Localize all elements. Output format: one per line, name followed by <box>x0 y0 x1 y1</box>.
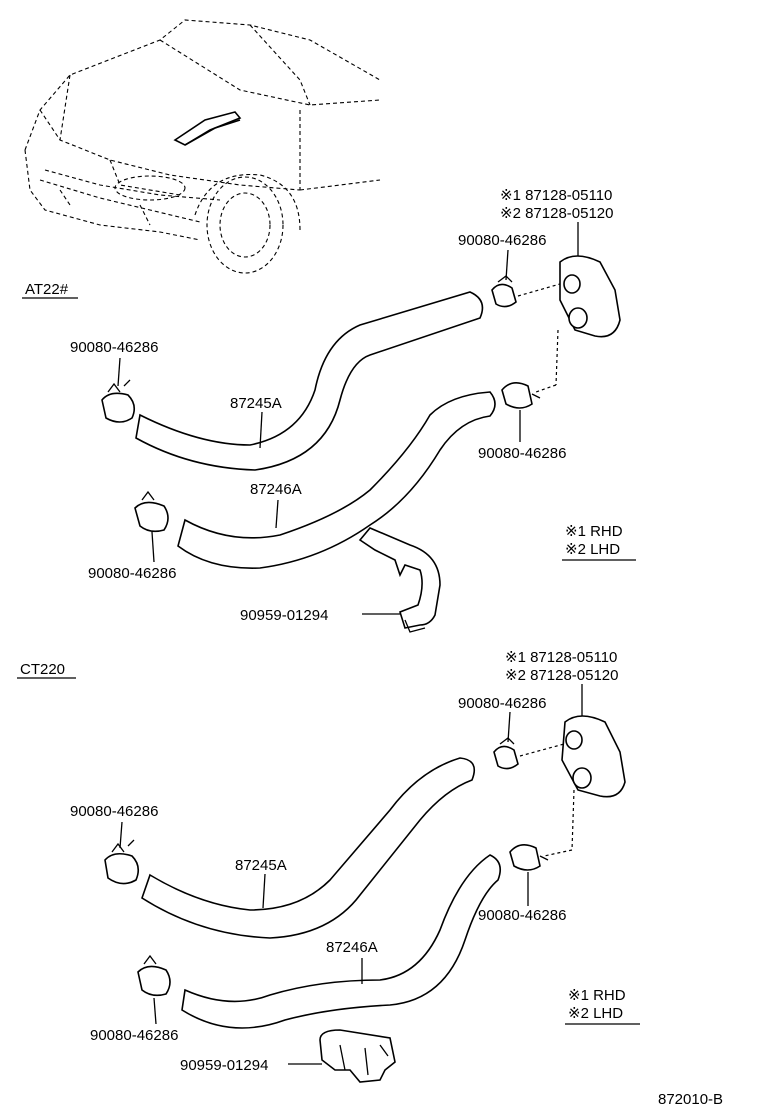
clamp-label: 90080-46286 <box>478 907 566 924</box>
figure-code: 872010-B <box>658 1091 723 1108</box>
hose-upper-label: 87245A <box>235 857 287 874</box>
clamp-label: 90080-46286 <box>458 232 546 249</box>
grommet-part-number-2: ※2 87128-05120 <box>505 667 619 684</box>
grommet-part-number-1: ※1 87128-05110 <box>500 187 612 204</box>
hose-upper-label: 87245A <box>230 395 282 412</box>
hose-clamp[interactable] <box>137 954 171 997</box>
note-line-2: ※2 LHD <box>565 541 620 558</box>
hose-lower-label: 87246A <box>326 939 378 956</box>
bracket-clip[interactable] <box>319 1029 396 1083</box>
bracket-label: 90959-01294 <box>180 1057 268 1074</box>
hose-87245a[interactable] <box>135 291 484 471</box>
note-line-2: ※2 LHD <box>568 1005 623 1022</box>
note-line-1: ※1 RHD <box>565 523 623 540</box>
section-heading: CT220 <box>20 661 65 678</box>
hose-clamp[interactable] <box>493 737 519 770</box>
section-ct220: CT220 ※1 87128-05110 ※2 87128-05120 9008… <box>17 649 640 1083</box>
clamp-label: 90080-46286 <box>478 445 566 462</box>
clamp-label: 90080-46286 <box>70 339 158 356</box>
hose-clamp[interactable] <box>104 839 140 885</box>
note-line-1: ※1 RHD <box>568 987 626 1004</box>
clamp-label: 90080-46286 <box>90 1027 178 1044</box>
clamp-label: 90080-46286 <box>70 803 158 820</box>
hose-clamp[interactable] <box>501 382 541 409</box>
section-at22: AT22# ※1 87128-05110 ※2 87128-05120 9008… <box>22 187 636 633</box>
hose-87246a[interactable] <box>177 391 496 569</box>
hose-87246a[interactable] <box>181 854 501 1029</box>
grommet-part-number-2: ※2 87128-05120 <box>500 205 614 222</box>
clamp-label: 90080-46286 <box>88 565 176 582</box>
grommet[interactable] <box>559 255 621 338</box>
hose-clamp[interactable] <box>101 379 136 423</box>
section-heading: AT22# <box>25 281 69 298</box>
vehicle-outline <box>24 19 381 274</box>
bracket-clip[interactable] <box>358 527 441 633</box>
hose-lower-label: 87246A <box>250 481 302 498</box>
bracket-label: 90959-01294 <box>240 607 328 624</box>
grommet[interactable] <box>561 715 626 798</box>
hose-clamp[interactable] <box>509 844 549 871</box>
clamp-label: 90080-46286 <box>458 695 546 712</box>
hose-87245a[interactable] <box>141 757 476 939</box>
hose-clamp[interactable] <box>491 275 517 308</box>
grommet-part-number-1: ※1 87128-05110 <box>505 649 617 666</box>
hose-clamp[interactable] <box>134 490 169 533</box>
